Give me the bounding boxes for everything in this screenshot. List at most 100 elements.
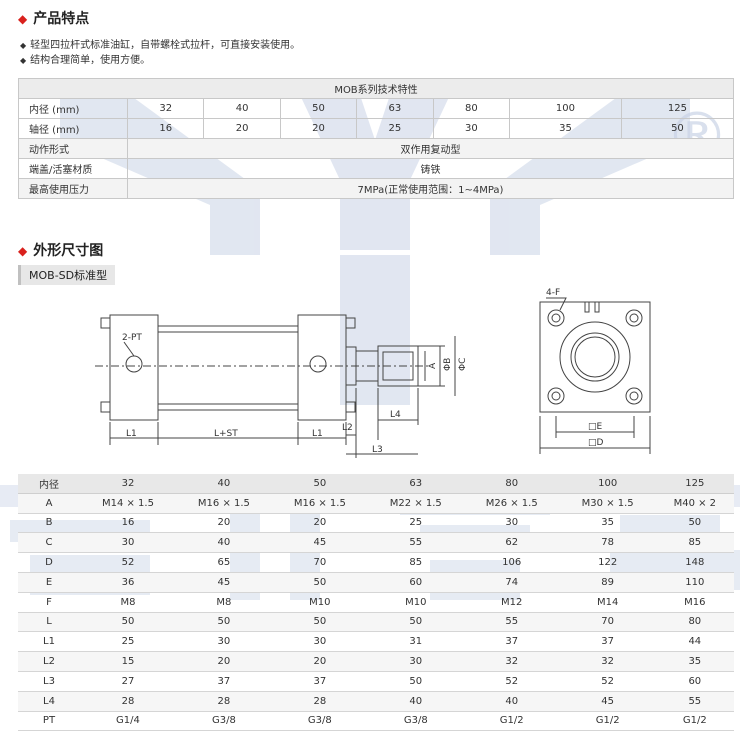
spec-row-material: 端盖/活塞材质 铸铁: [18, 158, 734, 179]
table-cell: 50: [367, 671, 464, 692]
table-cell: 20: [175, 513, 272, 534]
feature-bullet-1: ◆轻型四拉杆式标准油缸，自带螺栓式拉杆，可直接安装使用。: [20, 40, 301, 51]
table-cell: 31: [367, 631, 464, 653]
label-4f: 4-F: [546, 288, 560, 298]
table-cell: 30: [271, 631, 368, 653]
row-label: E: [18, 572, 80, 593]
label-l4: L4: [390, 410, 401, 420]
model-tag: MOB-SD标准型: [18, 265, 116, 285]
diamond-bullet-icon: ◆: [20, 41, 27, 50]
table-cell: M12: [463, 592, 560, 613]
table-cell: G1/2: [559, 711, 656, 732]
dimension-drawing: 2-PT L1 L+ST L1 L2 L3 L4 A ΦB ΦC 4-F □E …: [95, 288, 651, 458]
label-2pt: 2-PT: [122, 333, 142, 343]
table-cell: 50: [655, 513, 734, 534]
table-cell: 44: [655, 631, 734, 653]
table-cell: 40: [367, 691, 464, 712]
table-cell: 25: [80, 631, 176, 653]
spec-table: MOB系列技术特性 内径 (mm) 32 40 50 63 80 100 125…: [18, 78, 735, 199]
table-cell: 37: [271, 671, 368, 692]
table-cell: 37: [175, 671, 272, 692]
label-l1-rear: L1: [126, 429, 137, 439]
row-label: F: [18, 592, 80, 613]
table-cell: 85: [655, 532, 734, 554]
table-cell: G1/4: [80, 711, 176, 732]
row-label: L3: [18, 671, 80, 692]
row-label: C: [18, 532, 80, 554]
table-cell: 20: [271, 651, 368, 672]
table-cell: G3/8: [271, 711, 368, 732]
table-cell: 28: [271, 691, 368, 712]
table-cell: 80: [655, 612, 734, 633]
table-cell: 37: [463, 631, 560, 653]
table-cell: 32: [463, 651, 560, 672]
row-label: PT: [18, 711, 80, 732]
table-cell: 110: [655, 572, 734, 593]
table-cell: 25: [367, 513, 464, 534]
table-cell: M40 × 2: [655, 493, 734, 514]
diamond-bullet-icon: ◆: [20, 56, 27, 65]
table-cell: M16 × 1.5: [175, 493, 272, 514]
table-cell: 55: [367, 532, 464, 554]
table-cell: 28: [80, 691, 176, 712]
table-cell: 148: [655, 552, 734, 573]
table-cell: G3/8: [175, 711, 272, 732]
table-cell: 52: [559, 671, 656, 692]
table-cell: M16: [655, 592, 734, 613]
row-label: L2: [18, 651, 80, 672]
label-l3: L3: [372, 445, 383, 455]
table-cell: 30: [80, 532, 176, 554]
label-c: ΦC: [458, 358, 468, 371]
table-cell: 52: [80, 552, 176, 573]
table-cell: 30: [175, 631, 272, 653]
drawing-title: ◆外形尺寸图: [18, 243, 104, 259]
row-label: A: [18, 493, 80, 514]
label-e: □E: [588, 422, 603, 432]
label-l2: L2: [342, 423, 353, 433]
table-cell: M8: [80, 592, 176, 613]
table-cell: 74: [463, 572, 560, 593]
table-cell: 20: [175, 651, 272, 672]
table-cell: G1/2: [463, 711, 560, 732]
row-label: L1: [18, 631, 80, 653]
table-cell: 36: [80, 572, 176, 593]
table-cell: M16 × 1.5: [271, 493, 368, 514]
table-cell: M10: [367, 592, 464, 613]
table-cell: 45: [559, 691, 656, 712]
table-cell: 122: [559, 552, 656, 573]
spec-row-bore: 内径 (mm) 32 40 50 63 80 100 125: [18, 98, 735, 119]
table-cell: M14: [559, 592, 656, 613]
table-cell: 40: [175, 532, 272, 554]
table-cell: 27: [80, 671, 176, 692]
spec-row-pressure: 最高使用压力 7MPa(正常使用范围：1~4MPa): [18, 178, 734, 199]
label-a: A: [428, 362, 438, 369]
table-cell: M30 × 1.5: [559, 493, 656, 514]
table-cell: 32: [559, 651, 656, 672]
label-l1-front: L1: [312, 429, 323, 439]
table-cell: 45: [175, 572, 272, 593]
table-cell: 50: [367, 612, 464, 633]
row-label: L: [18, 612, 80, 633]
table-cell: 40: [463, 691, 560, 712]
features-title: ◆产品特点: [18, 11, 90, 27]
table-cell: 35: [559, 513, 656, 534]
table-cell: 50: [271, 572, 368, 593]
table-cell: 62: [463, 532, 560, 554]
table-cell: M26 × 1.5: [463, 493, 560, 514]
table-cell: 50: [175, 612, 272, 633]
feature-bullet-2: ◆结构合理简单，使用方便。: [20, 55, 151, 66]
row-label: B: [18, 513, 80, 534]
table-cell: 50: [80, 612, 176, 633]
table-cell: M8: [175, 592, 272, 613]
table-cell: 37: [559, 631, 656, 653]
